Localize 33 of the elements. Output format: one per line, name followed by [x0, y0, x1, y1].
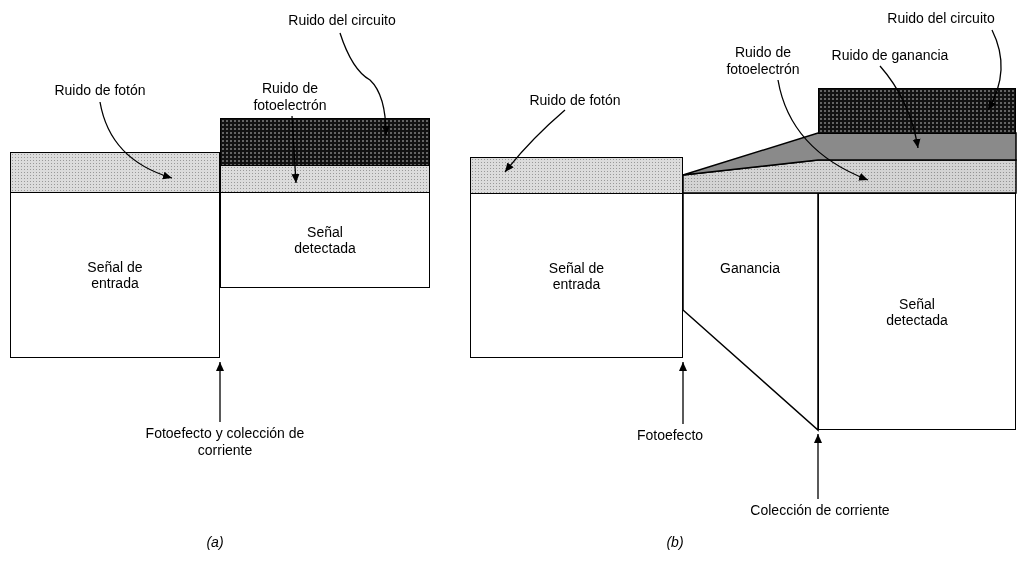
leader-line — [987, 29, 1002, 111]
noise-band — [818, 88, 1016, 134]
leader-line — [99, 101, 173, 179]
signal-box: Señal de entrada — [470, 193, 683, 358]
leader-line — [879, 65, 921, 149]
signal-box: Señal de entrada — [10, 192, 220, 358]
leader-line — [777, 79, 869, 181]
callout-text: Ruido de ganancia — [820, 47, 960, 64]
region-label: Ganancia — [719, 260, 781, 277]
callout-text: Ruido de fotoelectrón — [235, 80, 345, 114]
callout-text: Ruido de fotón — [510, 92, 640, 109]
noise-band — [682, 132, 1017, 176]
leader-line — [339, 32, 390, 136]
signal-box: Señal detectada — [220, 192, 430, 288]
leader-line — [291, 115, 300, 184]
callout-text: Fotoefecto y colección de corriente — [140, 425, 310, 459]
callout-text: Colección de corriente — [730, 502, 910, 519]
signal-box: Señal detectada — [818, 193, 1016, 430]
callout-text: Ruido de fotón — [30, 82, 170, 99]
leader-line — [216, 361, 224, 423]
callout-text: Fotoefecto — [615, 427, 725, 444]
callout-text: Ruido del circuito — [262, 12, 422, 29]
noise-band — [10, 152, 220, 193]
callout-text: Ruido de fotoelectrón — [708, 44, 818, 78]
noise-band — [220, 118, 430, 166]
panel-label: (b) — [665, 534, 685, 551]
leader-line — [679, 361, 687, 425]
noise-band — [220, 165, 430, 193]
noise-band — [470, 157, 683, 194]
panel-label: (a) — [205, 534, 225, 551]
leader-line — [504, 109, 566, 173]
leader-line — [814, 433, 822, 500]
callout-text: Ruido del circuito — [866, 10, 1016, 27]
